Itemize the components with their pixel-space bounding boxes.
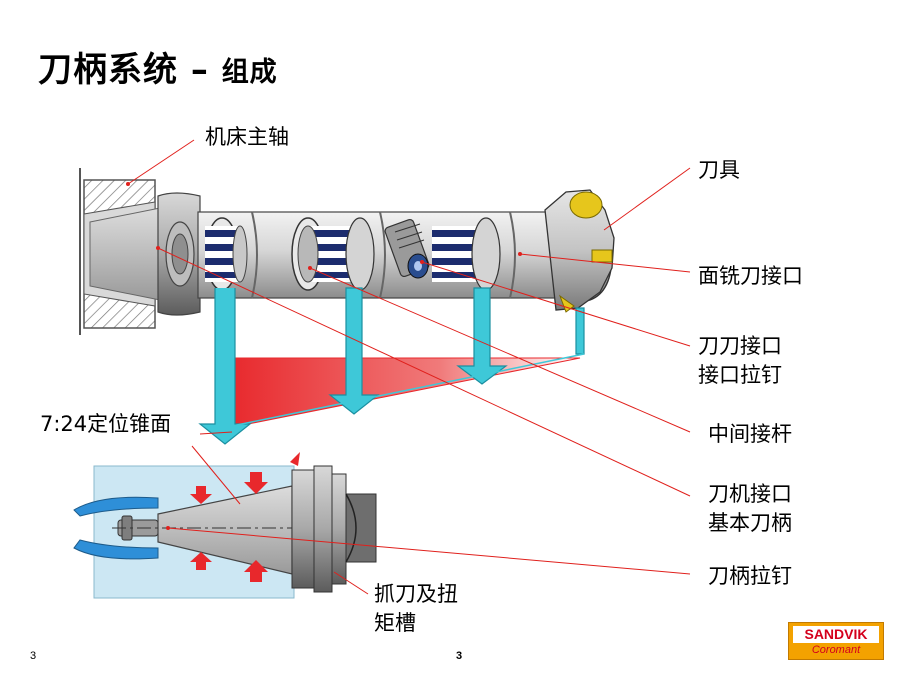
sandvik-logo: SANDVIK Coromant <box>788 622 884 660</box>
label-machine-interface-line2: 基本刀柄 <box>708 511 792 535</box>
taper-projection-wedge <box>227 357 581 429</box>
label-intermediate-rod: 中间接杆 <box>708 422 792 446</box>
leader-lines <box>127 139 691 595</box>
label-pull-stud: 刀柄拉钉 <box>708 564 792 588</box>
logo-sub: Coromant <box>811 644 861 656</box>
label-grip-groove: 抓刀及扭 矩槽 <box>374 580 458 638</box>
label-cutter: 刀具 <box>698 158 740 182</box>
coupling-3 <box>432 217 501 291</box>
page-title: 刀柄系统 – 组成 <box>38 42 278 91</box>
face-mill-head <box>544 189 615 313</box>
label-spindle: 机床主轴 <box>205 125 289 149</box>
basic-holder <box>89 192 201 316</box>
page-number-left: 3 <box>30 650 37 662</box>
title-dash: – <box>190 50 209 90</box>
leader-dots <box>126 182 522 530</box>
label-taper: 7:24定位锥面 <box>40 412 172 436</box>
coupling-2 <box>291 217 375 291</box>
label-grip-groove-line2: 矩槽 <box>374 611 416 635</box>
label-tool-interface-line2: 接口拉钉 <box>698 363 782 387</box>
title-sub: 组成 <box>221 57 278 88</box>
label-face-mill-interface: 面铣刀接口 <box>698 264 803 288</box>
cyan-arrows <box>198 287 585 445</box>
intermediate-rod <box>197 211 559 299</box>
label-tool-interface: 刀刀接口 接口拉钉 <box>698 332 782 390</box>
label-machine-interface: 刀机接口 基本刀柄 <box>708 480 792 538</box>
page-number-center: 3 <box>456 650 463 662</box>
logo-brand: SANDVIK <box>793 626 879 643</box>
clamp-force-arrows <box>190 472 268 582</box>
label-machine-interface-line1: 刀机接口 <box>708 482 792 506</box>
title-main: 刀柄系统 <box>38 50 178 90</box>
label-grip-groove-line1: 抓刀及扭 <box>374 582 458 606</box>
pull-stud-screw <box>384 218 430 279</box>
lower-cutaway <box>73 452 377 599</box>
label-tool-interface-line1: 刀刀接口 <box>698 334 782 358</box>
